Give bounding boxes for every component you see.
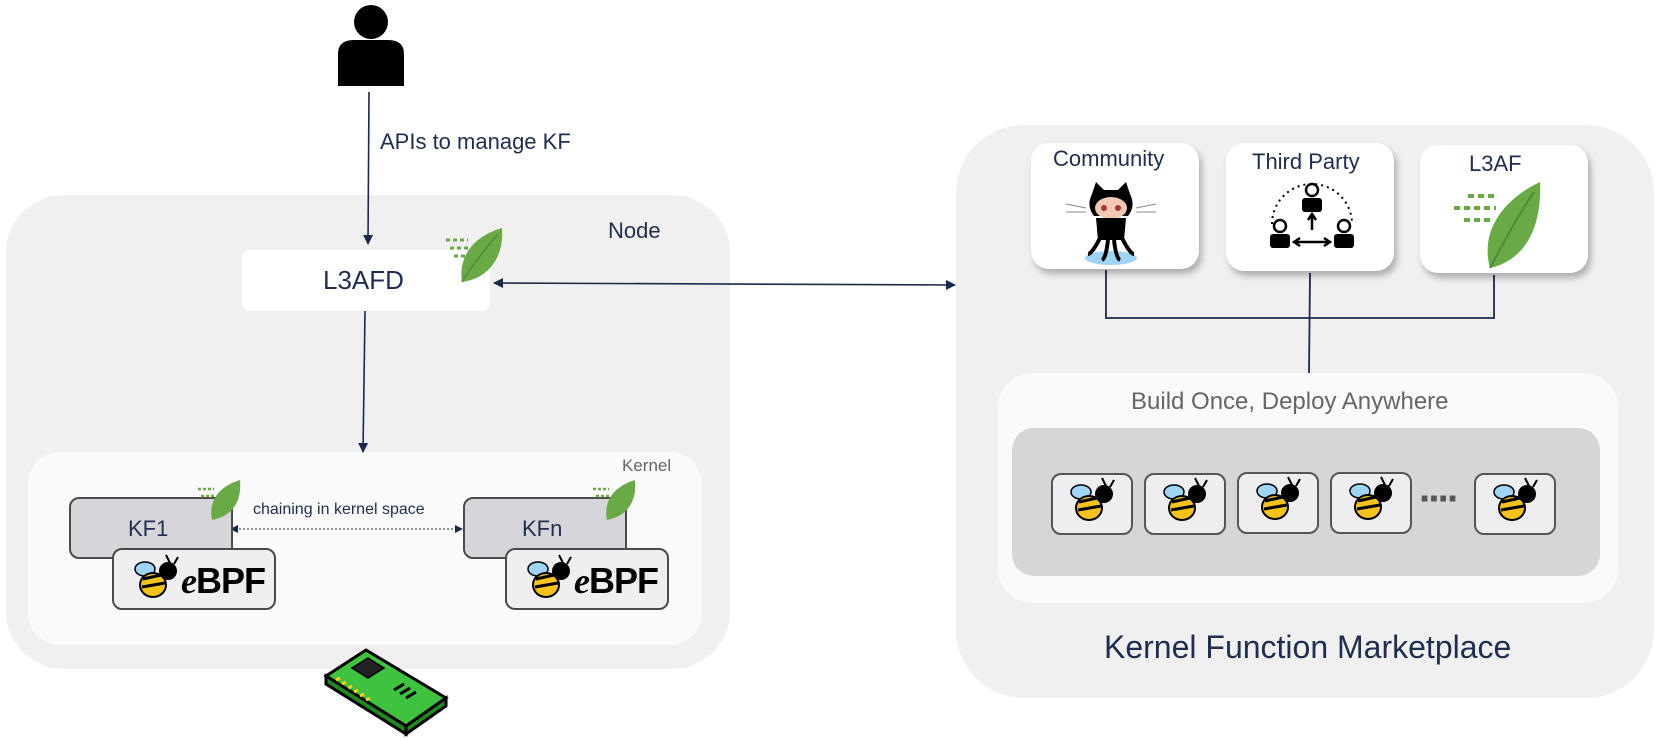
kfn-label: KFn xyxy=(522,516,563,541)
api-label: APIs to manage KF xyxy=(380,129,571,154)
l3afd-label: L3AFD xyxy=(323,265,404,295)
ebpf-prefix: e xyxy=(574,561,590,601)
user-icon xyxy=(338,5,404,86)
chaining-label: chaining in kernel space xyxy=(253,501,425,518)
bee-icon xyxy=(1349,476,1394,520)
bee-icon xyxy=(1070,477,1115,521)
ebpf-text: BPF xyxy=(195,560,266,601)
source-connector xyxy=(1105,270,1495,319)
l3afd-box xyxy=(242,250,490,311)
kernel-function-tile xyxy=(1237,472,1319,534)
bee-icon xyxy=(1256,476,1301,520)
source-to-build-line xyxy=(1308,272,1311,374)
node-title: Node xyxy=(608,218,661,243)
ebpf-box-n xyxy=(505,548,669,610)
leaf-icon xyxy=(446,228,503,283)
source-label-community: Community xyxy=(1053,146,1165,171)
marketplace-title: Kernel Function Marketplace xyxy=(1104,629,1512,665)
source-label-l3af: L3AF xyxy=(1469,151,1522,176)
ellipsis: ···· xyxy=(1419,477,1460,521)
bee-icon xyxy=(1163,477,1208,521)
leaf-icon xyxy=(198,480,241,520)
ebpf-logo-1: eBPF xyxy=(181,560,266,602)
ebpf-box-1 xyxy=(112,548,276,610)
network-card-icon xyxy=(323,648,449,737)
bee-icon xyxy=(134,554,179,598)
ebpf-logo-n: eBPF xyxy=(574,560,659,602)
team-icon xyxy=(1270,182,1354,248)
kernel-function-tile xyxy=(1474,473,1556,535)
marketplace-arrow xyxy=(493,278,956,290)
bee-icon xyxy=(1493,477,1538,521)
bee-icon xyxy=(527,554,572,598)
source-label-third-party: Third Party xyxy=(1252,149,1360,174)
kernel-label: Kernel xyxy=(622,456,672,475)
kf1-label: KF1 xyxy=(128,516,169,541)
daemon-to-kernel-arrow xyxy=(358,310,369,453)
build-label: Build Once, Deploy Anywhere xyxy=(1131,388,1449,415)
leaf-icon xyxy=(593,480,636,520)
leaf-icon xyxy=(1454,182,1541,269)
ebpf-prefix: e xyxy=(181,561,197,601)
api-arrow xyxy=(363,91,374,245)
ebpf-text: BPF xyxy=(588,560,659,601)
octocat-icon xyxy=(1065,182,1157,265)
